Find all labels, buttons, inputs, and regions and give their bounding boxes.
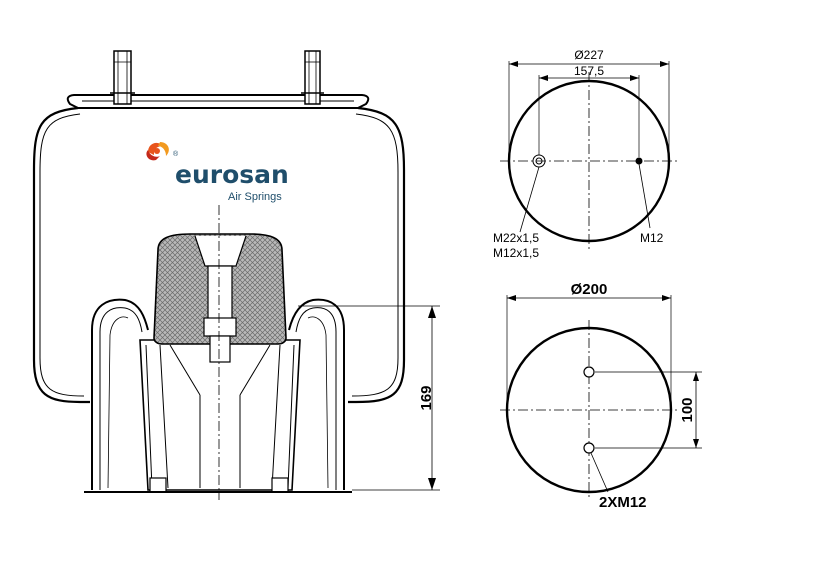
logo-mark-icon (146, 142, 169, 161)
side-view (32, 50, 440, 500)
height-dimension (298, 305, 440, 491)
height-label: 169 (418, 385, 435, 410)
stud-hole (635, 157, 643, 165)
hole-spacing-label: 100 (679, 397, 696, 422)
holes-label: 2XM12 (599, 494, 647, 511)
registered-mark: ® (173, 150, 179, 158)
brand-name: eurosan (175, 160, 289, 189)
piston-lobe (91, 298, 345, 490)
bolt-spacing-label: 157,5 (574, 64, 604, 78)
thread-label-m12x15: M12x1,5 (493, 246, 539, 260)
thread-label-m12: M12 (640, 231, 664, 245)
brand-subtitle: Air Springs (228, 191, 282, 203)
top-view (500, 61, 678, 250)
bellows (32, 106, 406, 404)
mounting-stud-left (110, 50, 135, 105)
mounting-hole-bottom (583, 442, 595, 454)
thread-label-m22: M22x1,5 (493, 231, 539, 245)
base-diameter-label: Ø200 (571, 281, 608, 298)
mounting-hole-top (583, 366, 595, 378)
outer-diameter-label: Ø227 (574, 48, 604, 62)
bottom-view (500, 295, 702, 500)
brand-logo: ® eurosan Air Springs (146, 142, 289, 203)
mounting-stud-right (301, 50, 324, 105)
